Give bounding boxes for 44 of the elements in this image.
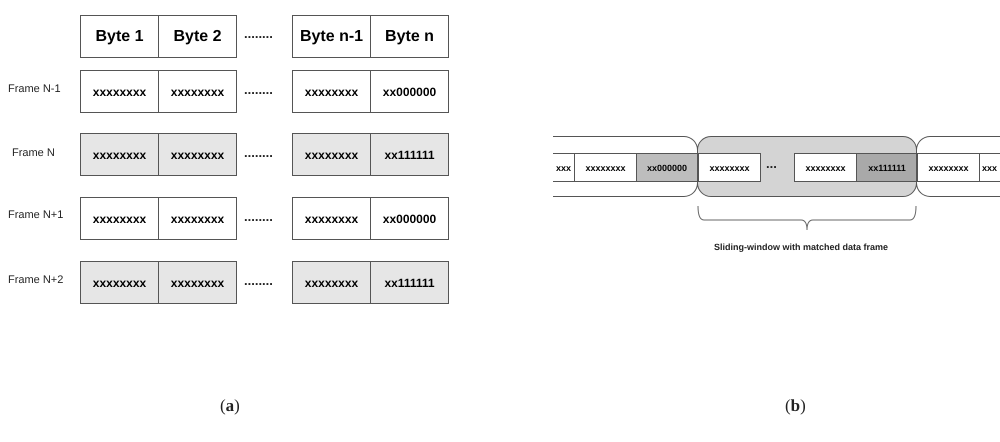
byte-cell: Byte n	[370, 15, 449, 58]
byte-cell: xxx	[979, 153, 1000, 182]
byte-cell: xxxxxxxx	[158, 133, 237, 176]
byte-cell: xxxxxxxx	[158, 70, 237, 113]
byte-cell: xx000000	[370, 197, 449, 240]
byte-cell: xxx	[553, 153, 575, 182]
panel-caption: (a)	[220, 396, 240, 416]
ellipsis: ........	[244, 273, 273, 288]
byte-cell: xxxxxxxx	[80, 261, 159, 304]
frame-outline	[916, 136, 1000, 197]
ellipsis: ........	[244, 26, 273, 41]
row-label: Frame N+2	[8, 274, 64, 286]
byte-cell: xxxxxxxx	[292, 197, 371, 240]
byte-cell: xxxxxxxx	[292, 261, 371, 304]
ellipsis: ........	[244, 82, 273, 97]
byte-cell: Byte n-1	[292, 15, 371, 58]
byte-cell: xxxxxxxx	[158, 261, 237, 304]
byte-cell: xxxxxxxx	[292, 133, 371, 176]
ellipsis: ........	[244, 145, 273, 160]
ellipsis: ...	[766, 156, 777, 171]
byte-cell: xxxxxxxx	[80, 133, 159, 176]
byte-cell: xxxxxxxx	[698, 153, 761, 182]
byte-cell: xx000000	[370, 70, 449, 113]
brace-label: Sliding-window with matched data frame	[714, 242, 888, 252]
byte-cell: Byte 1	[80, 15, 159, 58]
sliding-window	[697, 136, 917, 197]
byte-cell: xxxxxxxx	[80, 197, 159, 240]
byte-cell: xxxxxxxx	[574, 153, 637, 182]
row-label: Frame N-1	[8, 83, 61, 95]
byte-cell: xxxxxxxx	[158, 197, 237, 240]
byte-cell: xx111111	[370, 261, 449, 304]
row-label: Frame N+1	[8, 209, 64, 221]
byte-cell: xx111111	[370, 133, 449, 176]
frame-outline	[553, 136, 698, 197]
byte-cell: xxxxxxxx	[292, 70, 371, 113]
byte-cell: xx000000	[636, 153, 698, 182]
byte-cell: xx111111	[856, 153, 918, 182]
byte-cell: Byte 2	[158, 15, 237, 58]
byte-cell: xxxxxxxx	[917, 153, 980, 182]
panel-caption: (b)	[785, 396, 806, 416]
byte-cell: xxxxxxxx	[794, 153, 857, 182]
ellipsis: ........	[244, 209, 273, 224]
byte-cell: xxxxxxxx	[80, 70, 159, 113]
row-label: Frame N	[12, 147, 55, 159]
